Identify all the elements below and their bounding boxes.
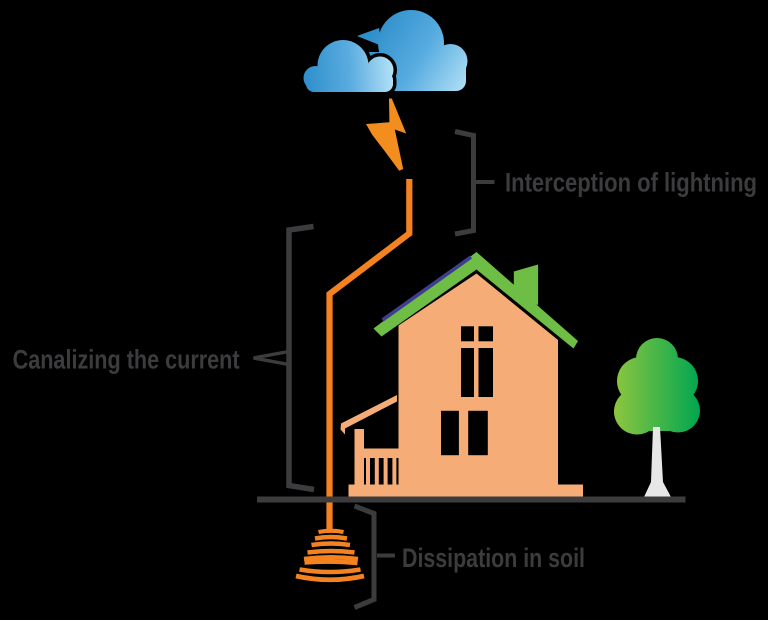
svg-text:Dissipation in soil: Dissipation in soil (402, 543, 585, 573)
svg-text:Interception of lightning: Interception of lightning (505, 168, 757, 198)
svg-text:Canalizing the current: Canalizing the current (13, 345, 240, 375)
